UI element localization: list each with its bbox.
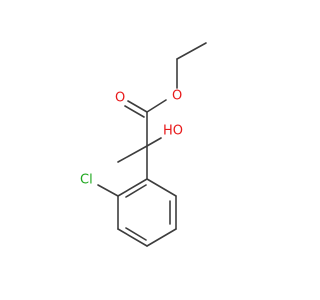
ring-double-bottom bbox=[125, 227, 147, 241]
atom-chlorine: Cl bbox=[80, 173, 93, 188]
bond-quaternary-methyl bbox=[117, 145, 148, 163]
atom-oxygen-carbonyl: O bbox=[115, 91, 125, 106]
molecule-structure: O O HO Cl bbox=[80, 42, 207, 247]
bond-carbonyl-double-a bbox=[127, 100, 148, 113]
ring-double-top bbox=[125, 184, 147, 198]
atom-oxygen-ester: O bbox=[172, 89, 182, 104]
ring-bond-1 bbox=[146, 178, 177, 197]
bond-o-carbonyl-carbon bbox=[146, 99, 167, 113]
ring-bond-4 bbox=[117, 228, 148, 247]
atom-hydroxyl: HO bbox=[163, 124, 183, 139]
ring-bond-3 bbox=[146, 228, 177, 247]
bond-ethyl-ch3 bbox=[176, 42, 207, 60]
bond-carbonyl-double-b bbox=[124, 105, 145, 118]
bond-ring-chlorine bbox=[97, 184, 119, 197]
ring-bond-6 bbox=[117, 178, 148, 197]
structure-canvas: O O HO Cl bbox=[80, 42, 207, 247]
bond-quaternary-hydroxyl bbox=[146, 137, 162, 147]
